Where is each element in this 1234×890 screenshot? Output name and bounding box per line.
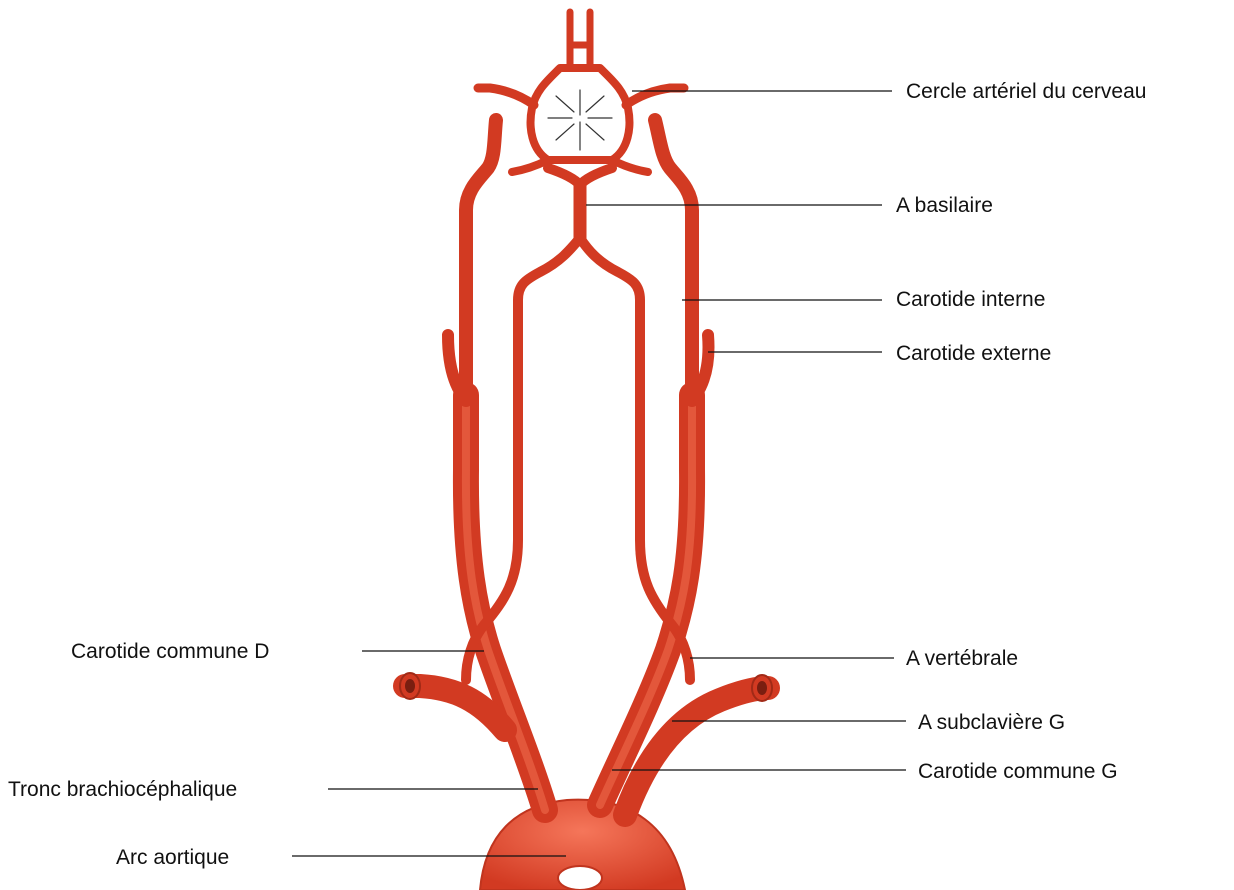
left-internal-carotid-vessel [655,120,692,400]
leader-lines [292,91,906,856]
flow-arrows [548,90,612,150]
label-carotide-commune-g: Carotide commune G [918,760,1118,783]
label-vertebrale: A vertébrale [906,647,1018,670]
label-tronc-brachiocephalique: Tronc brachiocéphalique [8,778,237,801]
label-cercle-arteriel: Cercle artériel du cerveau [906,80,1146,103]
aortic-arch-lumen [558,866,602,890]
label-basilaire: A basilaire [896,194,993,217]
label-arc-aortique: Arc aortique [116,846,229,869]
label-carotide-commune-d: Carotide commune D [71,640,269,663]
right-internal-carotid-vessel [466,120,496,400]
label-subclaviere-g: A subclavière G [918,711,1065,734]
vessels [400,12,772,890]
label-carotide-interne: Carotide interne [896,288,1045,311]
label-carotide-externe: Carotide externe [896,342,1051,365]
